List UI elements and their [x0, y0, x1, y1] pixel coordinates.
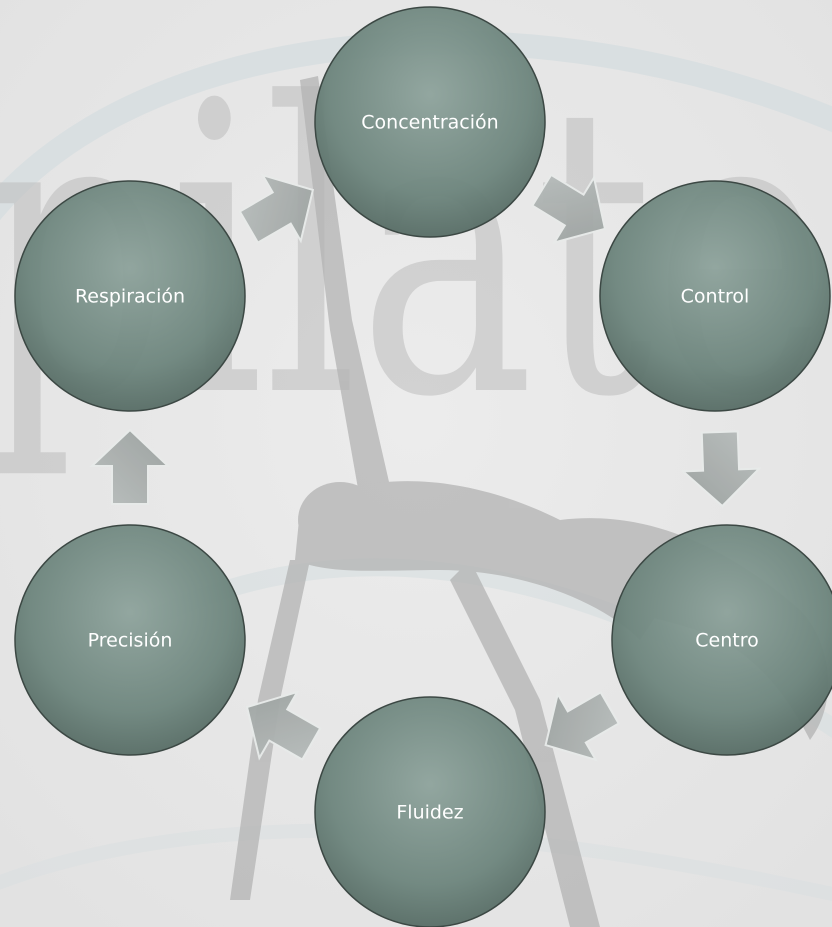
node-centro: Centro	[611, 524, 832, 756]
arrow-concentracion-to-control	[531, 173, 607, 245]
node-circle-respiracion	[14, 180, 246, 412]
node-respiracion: Respiración	[14, 180, 246, 412]
node-circle-precision	[14, 524, 246, 756]
node-concentracion: Concentración	[314, 6, 546, 238]
node-control: Control	[599, 180, 831, 412]
node-circle-fluidez	[314, 696, 546, 927]
node-label-fluidez: Fluidez	[396, 802, 463, 824]
node-label-respiracion: Respiración	[75, 286, 185, 308]
node-circle-concentracion	[314, 6, 546, 238]
arrow-control-to-centro	[680, 430, 762, 508]
node-label-concentracion: Concentración	[361, 112, 498, 134]
node-precision: Precisión	[14, 524, 246, 756]
arrow-respiracion-to-concentracion	[238, 173, 315, 244]
arrow-fluidez-to-precision	[245, 690, 322, 761]
arrow-centro-to-fluidez	[544, 691, 621, 762]
swoosh-arc	[0, 30, 832, 221]
node-label-control: Control	[681, 286, 750, 308]
node-fluidez: Fluidez	[314, 696, 546, 927]
node-label-precision: Precisión	[88, 630, 173, 652]
arrow-precision-to-respiracion	[89, 428, 171, 505]
node-circle-centro	[611, 524, 832, 756]
node-circle-control	[599, 180, 831, 412]
node-label-centro: Centro	[695, 630, 758, 652]
